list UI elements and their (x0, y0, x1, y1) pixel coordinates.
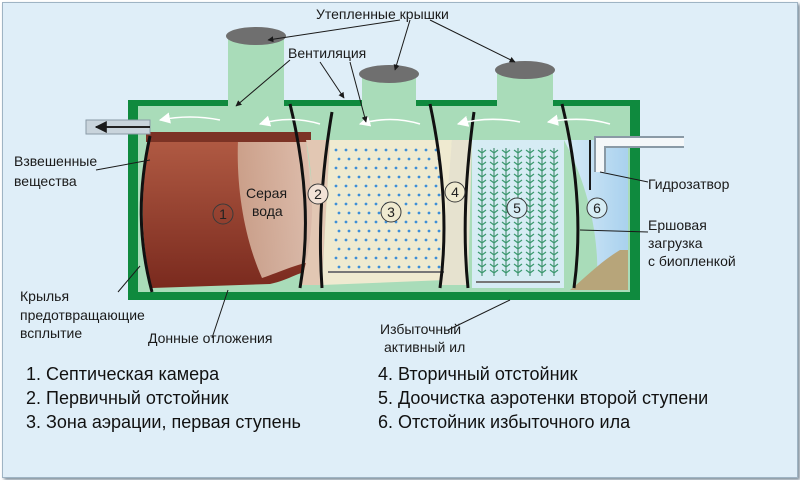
label-brush-load-3: с биопленкой (648, 253, 736, 269)
excess-sludge-deposit (570, 250, 628, 290)
legend-item-3: 3. Зона аэрации, первая ступень (26, 412, 301, 432)
legend-item-4: 4. Вторичный отстойник (378, 364, 578, 384)
svg-text:3: 3 (387, 204, 395, 220)
svg-text:2: 2 (314, 186, 322, 202)
svg-text:6: 6 (593, 200, 601, 216)
label-wings-3: всплытие (20, 325, 82, 341)
label-grey-water-1: Серая (246, 185, 287, 201)
partition-5 (560, 103, 580, 289)
label-wings-1: Крылья (20, 288, 69, 304)
label-suspended-2: вещества (14, 173, 77, 189)
svg-text:5: 5 (513, 200, 521, 216)
callout-lines (95, 19, 649, 339)
label-suspended-1: Взвешенные (14, 153, 97, 169)
legend-item-2: 2. Первичный отстойник (26, 388, 229, 408)
chamber-badge-5: 5 (506, 197, 528, 219)
legend-item-6: 6. Отстойник избыточного ила (378, 412, 631, 432)
scum-layer (146, 132, 311, 142)
label-ventilation: Вентиляция (288, 45, 366, 61)
partition-1 (288, 103, 307, 289)
brush-load (477, 148, 559, 276)
chamber-badge-6: 6 (586, 197, 608, 219)
insulated-cover-2 (359, 65, 419, 83)
chamber-badge-2: 2 (307, 183, 329, 205)
legend-item-5: 5. Доочистка аэротенки второй ступени (378, 388, 709, 408)
label-wings-2: предотвращающие (20, 307, 145, 323)
label-brush-load-1: Ершовая (648, 217, 707, 233)
grey-water-zone (237, 140, 322, 278)
label-excess-sludge-1: Избыточный (380, 321, 461, 337)
ventilation-arrows (158, 112, 611, 127)
aeration-bubbles-1 (334, 148, 441, 269)
svg-text:4: 4 (451, 184, 459, 200)
label-insulated-covers: Утепленные крышки (316, 6, 449, 22)
label-excess-sludge-2: активный ил (384, 339, 465, 355)
partition-3 (428, 103, 446, 289)
label-bottom-deposits: Донные отложения (148, 330, 272, 346)
chamber-badge-1: 1 (212, 203, 234, 225)
label-grey-water-2: вода (252, 203, 283, 219)
insulated-cover-3 (495, 61, 555, 79)
partition-4 (463, 111, 476, 289)
anti-float-wing-left (139, 135, 154, 293)
chamber-badge-4: 4 (444, 181, 466, 203)
label-brush-load-2: загрузка (648, 235, 703, 251)
chamber-badge-3: 3 (380, 201, 402, 223)
legend-item-1: 1. Септическая камера (26, 364, 220, 384)
label-water-seal: Гидрозатвор (648, 176, 730, 192)
svg-text:1: 1 (219, 206, 227, 222)
inlet-pipe-core (596, 138, 684, 172)
